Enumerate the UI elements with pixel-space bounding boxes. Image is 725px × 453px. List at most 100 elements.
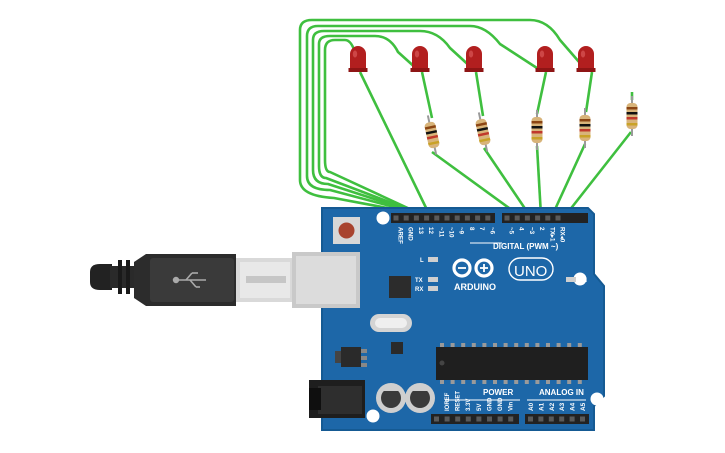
wire-gnd-loop-2[interactable]	[305, 24, 541, 218]
header-pin[interactable]	[497, 416, 503, 422]
resistor-2[interactable]	[473, 111, 492, 152]
resistor-4[interactable]	[579, 108, 591, 148]
power-pin-label: Vin	[509, 401, 515, 411]
header-pin[interactable]	[555, 215, 561, 221]
resistors	[422, 96, 638, 155]
digital-pin-label: ~6	[488, 227, 495, 235]
resistor-5[interactable]	[626, 96, 638, 136]
header-pin[interactable]	[434, 416, 439, 422]
mounting-hole	[573, 272, 587, 286]
digital-pin-label: ~9	[458, 227, 465, 235]
digital-header-left	[391, 213, 495, 223]
power-header-holes	[434, 416, 514, 422]
header-pin[interactable]	[444, 215, 450, 221]
header-pin[interactable]	[504, 215, 510, 221]
wire-gnd-loop-1[interactable]	[298, 18, 587, 218]
header-pin[interactable]	[403, 215, 409, 221]
power-pin-label: GND	[498, 397, 504, 411]
status-led-tx: TX	[415, 277, 438, 284]
digital-pin-label: 7	[478, 227, 485, 231]
header-pin[interactable]	[455, 416, 461, 422]
led-5[interactable]	[576, 46, 596, 72]
analog-header	[525, 414, 589, 424]
digital-pin-label: GND	[407, 227, 414, 241]
led-4[interactable]	[535, 46, 555, 72]
header-pin[interactable]	[465, 416, 471, 422]
digital-pin-label: 12	[427, 227, 434, 234]
analog-header-holes	[528, 416, 585, 422]
reset-button[interactable]	[333, 217, 360, 244]
power-header	[431, 414, 519, 424]
header-pin[interactable]	[508, 416, 514, 422]
wire-led3-resistor[interactable]	[474, 71, 485, 117]
wire-resistor5-pin[interactable]	[563, 131, 633, 217]
header-pin[interactable]	[485, 215, 491, 221]
usb-cable[interactable]	[90, 254, 294, 306]
wire-gnd-loop-4[interactable]	[317, 34, 427, 218]
header-pin[interactable]	[475, 215, 481, 221]
model-label: UNO	[514, 263, 547, 280]
header-pin[interactable]	[476, 416, 482, 422]
header-pin[interactable]	[548, 416, 554, 422]
power-pin-label: 5V	[477, 404, 483, 411]
header-pin[interactable]	[434, 215, 440, 221]
digital-pin-label: ~11	[437, 227, 444, 238]
header-pin[interactable]	[580, 416, 585, 422]
led-3[interactable]	[464, 46, 484, 72]
header-pin[interactable]	[444, 416, 450, 422]
resistor-1[interactable]	[422, 114, 441, 155]
wire-led2-resistor[interactable]	[420, 71, 434, 119]
header-pin[interactable]	[454, 215, 460, 221]
header-pin[interactable]	[413, 215, 419, 221]
header-pin[interactable]	[424, 215, 430, 221]
digital-pin-label: ~10	[448, 227, 455, 238]
header-pin[interactable]	[514, 215, 520, 221]
wire-led5-resistor[interactable]	[584, 71, 594, 113]
led-2[interactable]	[410, 46, 430, 72]
analog-label: ANALOG IN	[539, 388, 584, 397]
power-pin-label: 3.3V	[466, 399, 472, 411]
header-pin[interactable]	[559, 416, 565, 422]
capacitor	[376, 383, 406, 413]
analog-pin-label: A4	[570, 402, 577, 411]
analog-pin-label: A0	[528, 402, 535, 411]
wire-resistor4-pin[interactable]	[550, 143, 587, 217]
header-pin[interactable]	[524, 215, 530, 221]
wire-resistor1-pin[interactable]	[431, 150, 521, 218]
svg-text:TX: TX	[415, 278, 423, 284]
wire-gnd-loop-3[interactable]	[311, 29, 475, 218]
wire-led4-resistor[interactable]	[535, 71, 548, 115]
digital-pin-label: 2	[538, 227, 545, 231]
header-pin[interactable]	[487, 416, 492, 422]
digital-pin-label: AREF	[397, 227, 404, 244]
header-pin[interactable]	[528, 416, 533, 422]
wire-resistor2-pin[interactable]	[482, 147, 532, 217]
led-1[interactable]	[348, 46, 368, 72]
header-pin[interactable]	[569, 416, 575, 422]
digital-pin-label: 8	[468, 227, 475, 231]
header-pin[interactable]	[545, 215, 551, 221]
header-pin[interactable]	[464, 215, 470, 221]
mounting-hole	[590, 392, 604, 406]
resistor-3[interactable]	[531, 110, 543, 150]
status-led-on: ON	[566, 277, 587, 284]
arduino-logo-icon	[452, 258, 494, 278]
power-pin-label: IOREF	[445, 392, 451, 411]
header-pin[interactable]	[535, 215, 541, 221]
atmega-chip	[436, 347, 588, 380]
digital-pin-label: 13	[417, 227, 424, 234]
header-pin[interactable]	[393, 215, 399, 221]
wire-led1-gnd[interactable]	[358, 71, 432, 217]
header-pin[interactable]	[538, 416, 544, 422]
digital-pin-label: ~3	[528, 227, 535, 235]
digital-header-right	[502, 213, 588, 223]
wire-resistor3-pin[interactable]	[535, 145, 543, 217]
dc-power-jack[interactable]	[309, 380, 365, 418]
analog-pin-label: A5	[580, 402, 587, 411]
arduino-logo-glyphs	[458, 264, 488, 272]
wire-gnd-loop-5[interactable]	[323, 38, 426, 218]
